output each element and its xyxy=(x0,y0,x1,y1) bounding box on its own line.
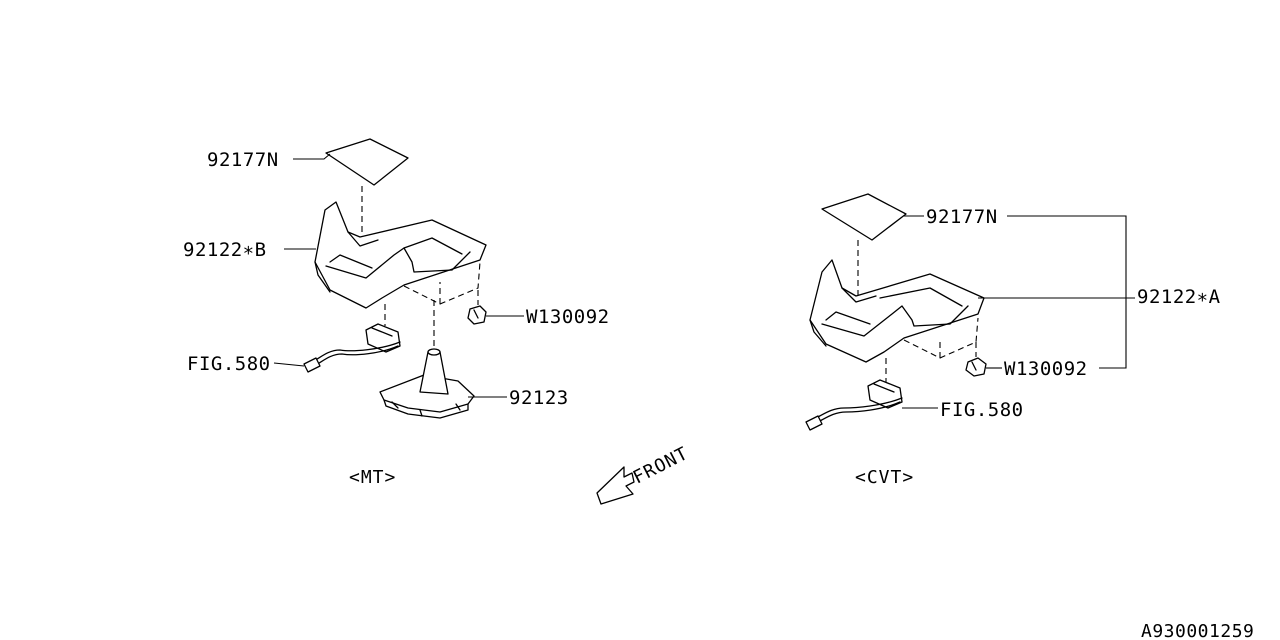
diagram-reference-number: A930001259 xyxy=(1141,621,1254,640)
mt-cover-part xyxy=(314,201,487,309)
cvt-pad-part xyxy=(821,193,907,241)
front-label: FRONT xyxy=(630,443,692,489)
mt-pad-label: 92177N xyxy=(207,149,279,171)
front-arrow-icon xyxy=(596,466,635,505)
mt-harness-leader xyxy=(273,362,305,367)
mt-clip-label: W130092 xyxy=(526,306,610,328)
mt-harness-part xyxy=(303,323,401,373)
mt-boot-label: 92123 xyxy=(509,387,569,409)
cvt-cover-part xyxy=(809,259,985,363)
cvt-harness-label: FIG.580 xyxy=(940,399,1024,421)
mt-harness-label: FIG.580 xyxy=(187,353,271,375)
mt-assembly: 92177N 92122∗B W130092 FIG.580 92123 <MT… xyxy=(183,138,610,488)
cvt-bracket-leader xyxy=(1007,215,1127,369)
cvt-assembly: 92177N 92122∗A W130092 FIG.580 <CVT> xyxy=(805,193,1221,488)
mt-pad-part xyxy=(325,138,409,186)
mt-caption: <MT> xyxy=(349,467,396,488)
mt-cover-label: 92122∗B xyxy=(183,239,267,261)
cvt-clip-part xyxy=(965,357,987,377)
mt-clip-part xyxy=(467,305,487,325)
cvt-clip-label: W130092 xyxy=(1004,358,1088,380)
mt-pad-leader xyxy=(293,153,331,160)
cvt-pad-label: 92177N xyxy=(926,206,998,228)
cvt-cover-label: 92122∗A xyxy=(1137,286,1221,308)
front-indicator: FRONT xyxy=(596,443,692,505)
cvt-caption: <CVT> xyxy=(855,467,914,488)
mt-boot-part xyxy=(379,348,475,419)
cvt-harness-part xyxy=(805,379,903,431)
